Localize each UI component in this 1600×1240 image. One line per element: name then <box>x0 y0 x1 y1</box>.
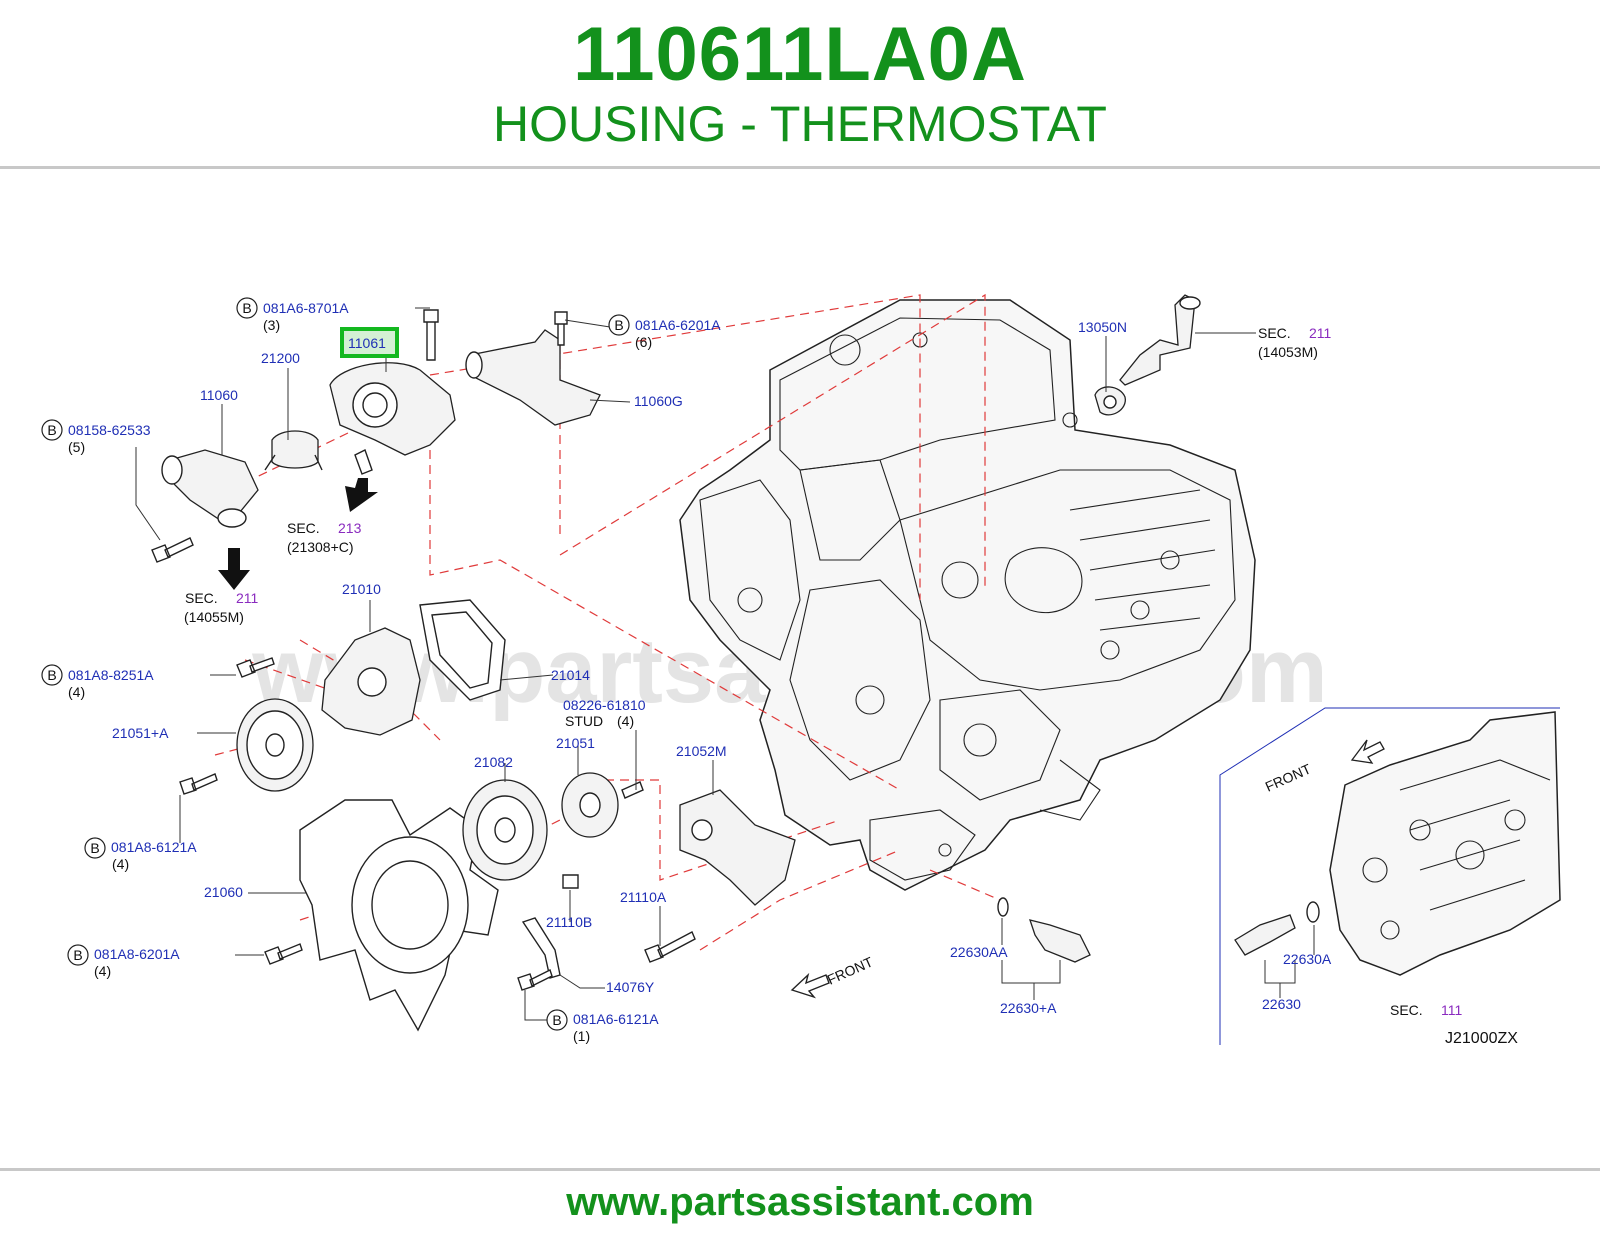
label-08158-62533[interactable]: 08158-62533 <box>68 422 151 438</box>
label-081A6-8701A[interactable]: 081A6-8701A <box>263 300 349 316</box>
label-qty-5: (5) <box>68 439 85 455</box>
part-labels: 081A6-8701A (3) 11061 21200 11060 08158-… <box>68 300 1518 1047</box>
label-21110B[interactable]: 21110B <box>546 914 592 930</box>
label-08226-61810[interactable]: 08226-61810 <box>563 697 646 713</box>
label-qty-3: (3) <box>263 317 280 333</box>
label-sec-111-number[interactable]: 111 <box>1441 1002 1462 1018</box>
sec-213-arrow-icon <box>345 478 378 512</box>
header-divider <box>0 166 1600 169</box>
label-21052M[interactable]: 21052M <box>676 743 727 759</box>
engine-block-illustration <box>679 299 1256 891</box>
bolt-markers: B B B B B B B <box>41 297 630 1031</box>
sec-211-arrow-icon <box>218 548 250 590</box>
thermostat-housing-parts <box>151 294 1201 563</box>
label-sec-111: SEC. <box>1390 1002 1423 1018</box>
label-21010[interactable]: 21010 <box>342 581 381 597</box>
bolt-marker-5: B <box>90 840 99 856</box>
label-14055M: (14055M) <box>184 609 244 625</box>
label-sec-213: SEC. <box>287 520 320 536</box>
label-11060[interactable]: 11060 <box>200 387 238 403</box>
label-22630A[interactable]: 22630A <box>1283 951 1332 967</box>
label-22630AA[interactable]: 22630AA <box>950 944 1008 960</box>
label-22630[interactable]: 22630 <box>1262 996 1301 1012</box>
label-21308C: (21308+C) <box>287 539 354 555</box>
bolt-marker-2: B <box>614 317 623 333</box>
label-sec-211-left: SEC. <box>185 590 218 606</box>
label-13050N[interactable]: 13050N <box>1078 319 1127 335</box>
footer-divider <box>0 1168 1600 1171</box>
label-qty-4-stud: (4) <box>617 713 634 729</box>
label-front-inset: FRONT <box>1263 760 1314 794</box>
label-21051A[interactable]: 21051+A <box>112 725 169 741</box>
label-21051[interactable]: 21051 <box>556 735 595 751</box>
label-11060G[interactable]: 11060G <box>634 393 683 409</box>
label-qty-4-a: (4) <box>68 684 85 700</box>
label-21014[interactable]: 21014 <box>551 667 590 683</box>
leader-lines <box>135 307 1315 1021</box>
footer-website-link[interactable]: www.partsassistant.com <box>566 1180 1034 1224</box>
label-sec-211-left-number[interactable]: 211 <box>236 590 259 606</box>
label-14076Y[interactable]: 14076Y <box>606 979 655 995</box>
highlighted-part-box <box>340 327 399 358</box>
water-pump-fan-parts <box>179 599 1091 1032</box>
label-qty-4-b: (4) <box>112 856 129 872</box>
label-sec-211-right-number[interactable]: 211 <box>1309 325 1332 341</box>
label-qty-6: (6) <box>635 334 652 350</box>
part-name-subtitle: HOUSING - THERMOSTAT <box>493 96 1107 152</box>
label-21082[interactable]: 21082 <box>474 754 513 770</box>
label-081A8-6201A[interactable]: 081A8-6201A <box>94 946 180 962</box>
label-21200[interactable]: 21200 <box>261 350 300 366</box>
label-081A6-6121A[interactable]: 081A6-6121A <box>573 1011 659 1027</box>
label-081A8-8251A[interactable]: 081A8-8251A <box>68 667 154 683</box>
label-14053M: (14053M) <box>1258 344 1318 360</box>
inset-front-arrow-icon <box>1350 739 1385 764</box>
label-21060[interactable]: 21060 <box>204 884 243 900</box>
diagram-code: J21000ZX <box>1445 1030 1518 1047</box>
front-direction-arrow-icon <box>790 972 830 999</box>
label-stud: STUD <box>565 713 603 729</box>
label-front-main: FRONT <box>825 953 876 987</box>
bolt-marker-4: B <box>47 667 56 683</box>
label-qty-1: (1) <box>573 1028 590 1044</box>
sensor-detail-inset <box>1219 707 1561 1045</box>
page-header: 110611LA0A HOUSING - THERMOSTAT <box>0 0 1600 168</box>
bolt-marker-7: B <box>552 1012 561 1028</box>
label-11061-highlighted[interactable]: 11061 <box>348 335 386 351</box>
label-22630A-plus[interactable]: 22630+A <box>1000 1000 1057 1016</box>
label-081A6-6201A[interactable]: 081A6-6201A <box>635 317 721 333</box>
label-sec-211-right: SEC. <box>1258 325 1291 341</box>
part-number-title: 110611LA0A <box>573 12 1027 97</box>
label-21110A[interactable]: 21110A <box>620 889 667 905</box>
label-sec-213-number[interactable]: 213 <box>338 520 362 536</box>
bolt-marker-3: B <box>47 422 56 438</box>
label-081A8-6121A[interactable]: 081A8-6121A <box>111 839 197 855</box>
bolt-marker-6: B <box>73 947 82 963</box>
bolt-marker-1: B <box>242 300 251 316</box>
label-qty-4-c: (4) <box>94 963 111 979</box>
